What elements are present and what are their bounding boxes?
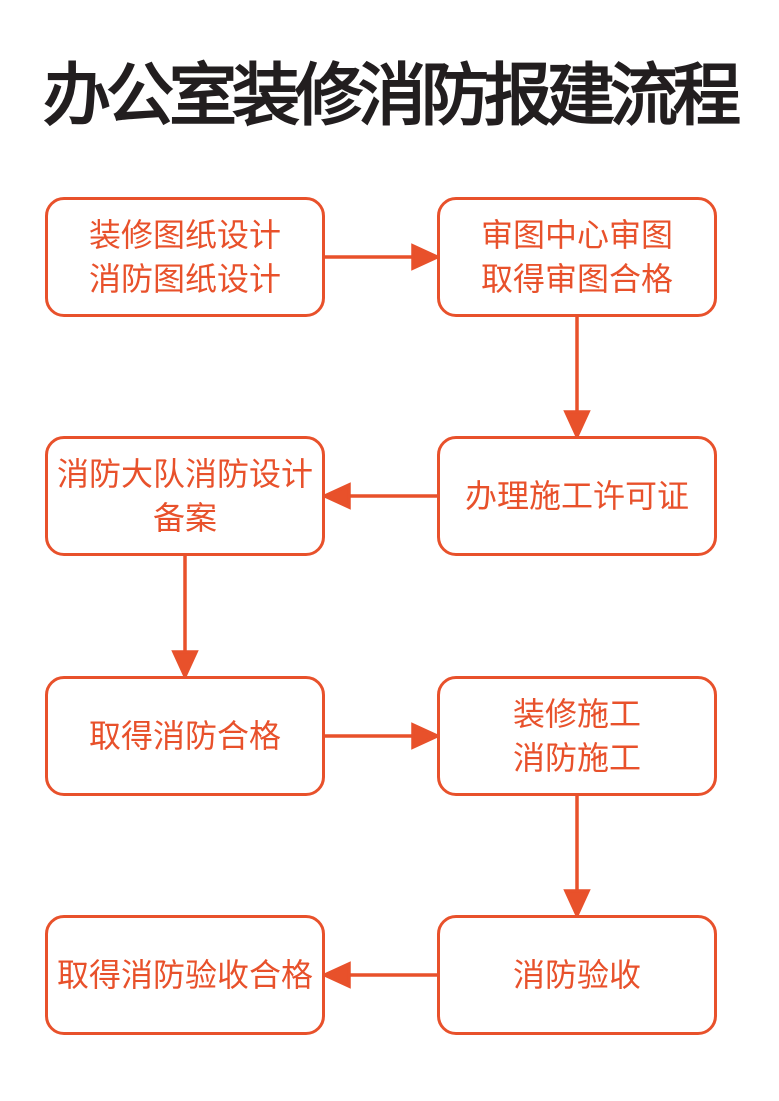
arrow-acceptance-to-acceptance-pass: [320, 961, 437, 989]
flow-node-filing-label: 消防大队消防设计 备案: [56, 455, 313, 536]
arrow-construction-to-acceptance: [563, 796, 591, 920]
flow-node-acceptance-pass: 取得消防验收合格: [45, 915, 325, 1035]
flow-node-pass-label: 取得消防合格: [88, 717, 281, 754]
flow-node-acceptance-label: 消防验收: [512, 956, 641, 993]
page-title: 办公室装修消防报建流程: [42, 58, 741, 134]
flow-node-construction: 装修施工 消防施工: [437, 676, 717, 796]
flow-node-acceptance: 消防验收: [437, 915, 717, 1035]
flow-node-permit: 办理施工许可证: [437, 436, 717, 556]
flow-node-review-label: 审图中心审图 取得审图合格: [480, 216, 673, 297]
flow-node-construction-label: 装修施工 消防施工: [512, 695, 641, 776]
flow-node-design: 装修图纸设计 消防图纸设计: [45, 197, 325, 317]
flow-node-acceptance-pass-label: 取得消防验收合格: [56, 956, 313, 993]
arrow-permit-to-filing: [320, 482, 437, 510]
flow-node-design-label: 装修图纸设计 消防图纸设计: [88, 216, 281, 297]
arrow-pass-to-construction: [325, 722, 442, 750]
flow-node-review: 审图中心审图 取得审图合格: [437, 197, 717, 317]
arrow-review-to-permit: [563, 317, 591, 441]
arrow-design-to-review: [325, 243, 442, 271]
arrow-filing-to-pass: [171, 556, 199, 681]
flow-node-filing: 消防大队消防设计 备案: [45, 436, 325, 556]
flow-node-permit-label: 办理施工许可证: [464, 477, 689, 514]
flow-node-pass: 取得消防合格: [45, 676, 325, 796]
